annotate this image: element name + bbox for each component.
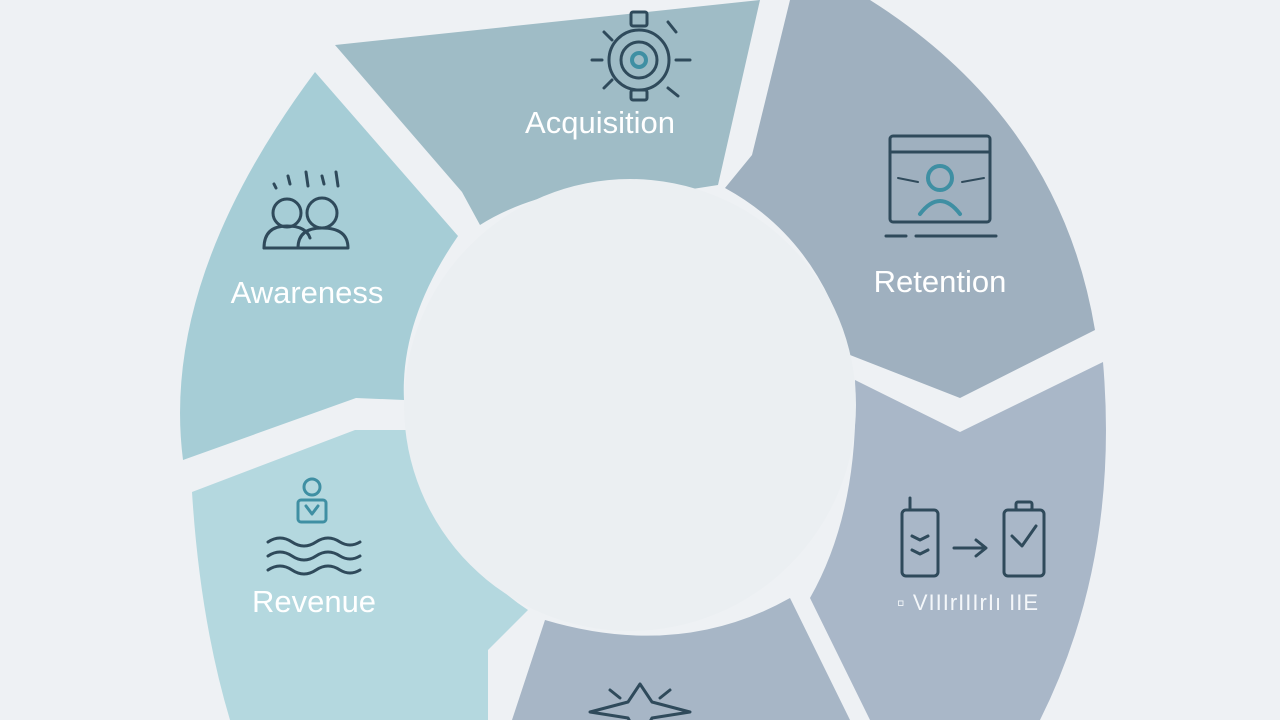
camera-lens-icon xyxy=(590,10,692,102)
people-group-icon xyxy=(262,170,350,250)
person-waves-icon xyxy=(266,477,362,576)
segment-acquisition xyxy=(335,0,760,225)
center-hub xyxy=(404,179,856,631)
segment-acquisition-label: Acquisition xyxy=(525,105,675,140)
star-icon xyxy=(588,682,692,720)
segment-retention xyxy=(725,0,1095,398)
segment-retention-label: Retention xyxy=(874,264,1007,299)
segment-awareness-label: Awareness xyxy=(231,275,384,310)
video-profile-icon xyxy=(884,134,998,238)
segment-referral xyxy=(512,598,850,720)
segment-activation xyxy=(810,362,1106,720)
segment-awareness xyxy=(180,72,459,460)
segment-activation-label: ▫ VIIIrIIIrIı IIE xyxy=(897,590,1039,615)
phone-to-battery-icon xyxy=(900,496,1046,578)
segment-revenue xyxy=(192,430,528,720)
segment-revenue-label: Revenue xyxy=(252,584,376,619)
